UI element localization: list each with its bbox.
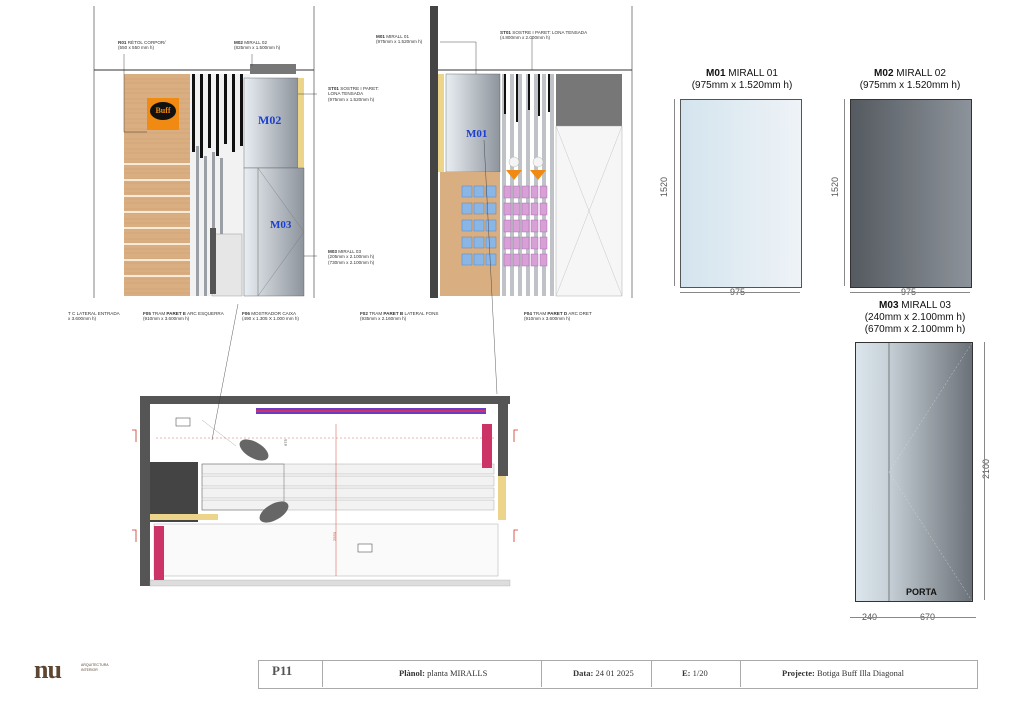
label-f04: F04 TRAM PARET D ARC DRET(910mm x 3.600m… [524, 311, 592, 322]
firm-logo-sub2: INTERIOR [81, 668, 98, 672]
label-f05: F05 TRAM PARET E ARC ESQUERRA(910mm x 3.… [143, 311, 224, 322]
label-r01: R01 RÈTOL CORPOR/(550 x 550 mm h) [118, 40, 166, 51]
m01-dimline-h [680, 292, 800, 293]
project-field: Projecte: Botiga Buff Illa Diagonal [782, 668, 904, 678]
shelving-pink-drawing [503, 185, 548, 267]
m03-dimline-v [984, 342, 985, 600]
elevation-left [92, 6, 324, 298]
label-st01-left: ST01 SOSTRE I PARET:LONA TENSADA(975mm x… [328, 86, 379, 102]
elevation-right [430, 6, 635, 298]
shelving-pink [503, 184, 555, 274]
label-f06: F06 MOSTRADOR CAIXA(490 x 1.305 X 1.000 … [242, 311, 299, 322]
titleblock-frame [258, 660, 978, 689]
date-field: Data: 24 01 2025 [573, 668, 634, 678]
firm-logo: nu [34, 655, 62, 684]
sheet-number: P11 [272, 663, 293, 678]
m03-door-lines [888, 343, 972, 601]
label-m01-right: M01 MIRALL 01(975mm x 1.520mm h) [376, 34, 423, 45]
plan-field: Plànol: planta MIRALLS [399, 668, 488, 678]
label-f02: F02 TRAM PARET B LATERAL FONS(935mm x 2.… [360, 311, 439, 322]
m03-mirror: PORTA [855, 342, 973, 602]
m01-mirror [680, 99, 802, 288]
m03-title: M03 MIRALL 03(240mm x 2.100mm h)(670mm x… [864, 300, 966, 335]
divider-3 [651, 660, 652, 687]
label-m03-left: M03 MIRALL 03(205mm x 2.100mm h)(730mm x… [328, 249, 375, 265]
shelving-blue [460, 184, 500, 274]
m01-dimline-v [674, 99, 675, 286]
m01-title: M01 MIRALL 01(975mm x 1.520mm h) [691, 68, 793, 91]
m02-dimline-v [844, 99, 845, 286]
floor-plan [126, 380, 526, 595]
door-label: PORTA [906, 587, 937, 597]
firm-logo-sub1: ARQUITECTURA [81, 663, 109, 667]
m03-dimline-h [850, 617, 976, 618]
m02-dimline-h [850, 292, 970, 293]
tag-m01: M01 [466, 128, 488, 140]
label-st01-right: ST01 SOSTRE I PARET: LONA TENSADA(4.800m… [500, 30, 588, 41]
buff-logo: Buff [150, 102, 176, 120]
m02-mirror [850, 99, 972, 288]
divider-4 [740, 660, 741, 687]
divider-1 [322, 660, 323, 687]
scale-field: E: 1/20 [682, 668, 708, 678]
divider-2 [541, 660, 542, 687]
shelving-blue-drawing [461, 185, 497, 266]
label-m02-left: M02 MIRALL 02(825mm x 1.500mm h) [234, 40, 281, 51]
title-block: nu ARQUITECTURA INTERIOR P11 Plànol: pla… [0, 655, 1024, 725]
tag-m02: M02 [258, 113, 282, 127]
floor-plan-drawing [132, 396, 518, 587]
elevation-right-drawing [430, 6, 633, 298]
m02-title: M02 MIRALL 02(975mm x 1.520mm h) [859, 68, 961, 91]
tag-m03: M03 [270, 219, 292, 231]
elevation-left-drawing [93, 6, 324, 298]
